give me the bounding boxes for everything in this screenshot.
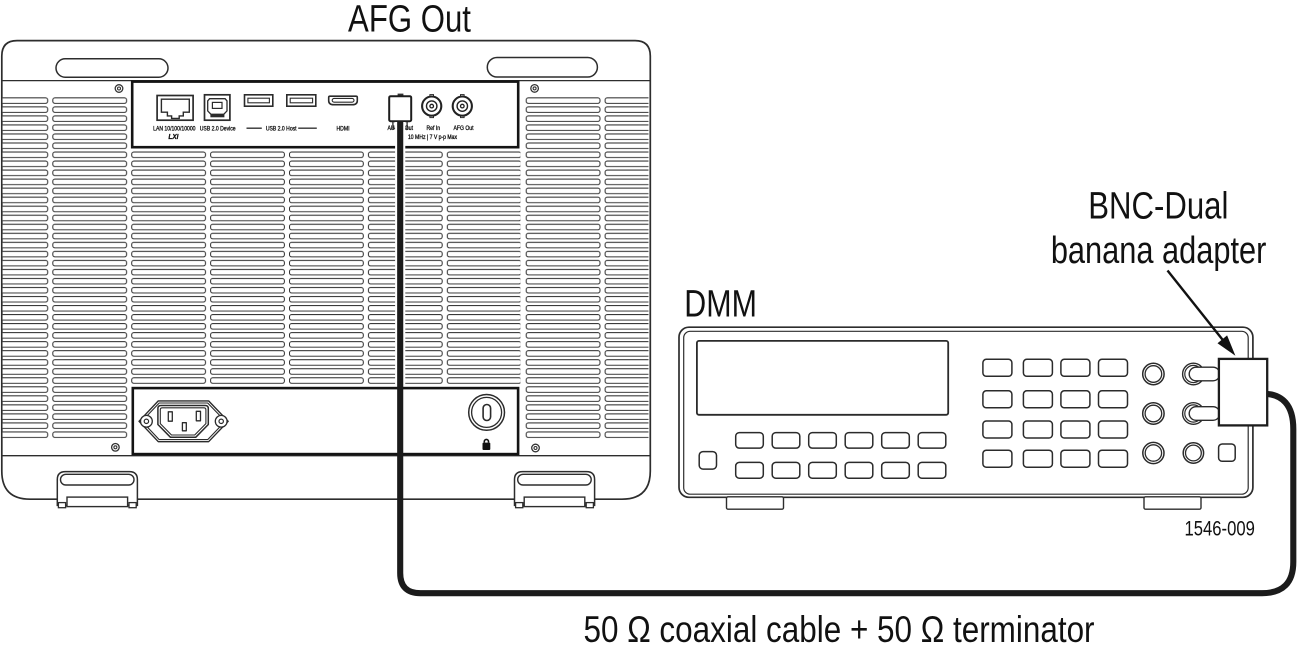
svg-text:1546-009: 1546-009	[1185, 517, 1255, 540]
svg-text:Out: Out	[405, 126, 414, 132]
svg-text:LXI: LXI	[168, 134, 179, 141]
svg-text:USB 2.0 Device: USB 2.0 Device	[200, 126, 236, 132]
svg-text:LAN 10/100/10000: LAN 10/100/10000	[153, 126, 195, 132]
svg-text:HDMI: HDMI	[337, 126, 350, 132]
svg-text:50 Ω coaxial cable + 50 Ω term: 50 Ω coaxial cable + 50 Ω terminator	[583, 610, 1094, 651]
svg-text:10 MHz | 7 V p-p Max: 10 MHz | 7 V p-p Max	[408, 135, 457, 141]
svg-text:BNC-Dual: BNC-Dual	[1088, 186, 1228, 228]
svg-text:AFG Out: AFG Out	[348, 0, 471, 40]
svg-text:Ref In: Ref In	[427, 126, 441, 132]
svg-text:AU: AU	[388, 126, 395, 132]
svg-text:USB 2.0 Host: USB 2.0 Host	[266, 126, 297, 132]
svg-text:AFG Out: AFG Out	[453, 125, 473, 131]
svg-text:DMM: DMM	[684, 283, 757, 325]
svg-text:banana adapter: banana adapter	[1051, 230, 1267, 272]
